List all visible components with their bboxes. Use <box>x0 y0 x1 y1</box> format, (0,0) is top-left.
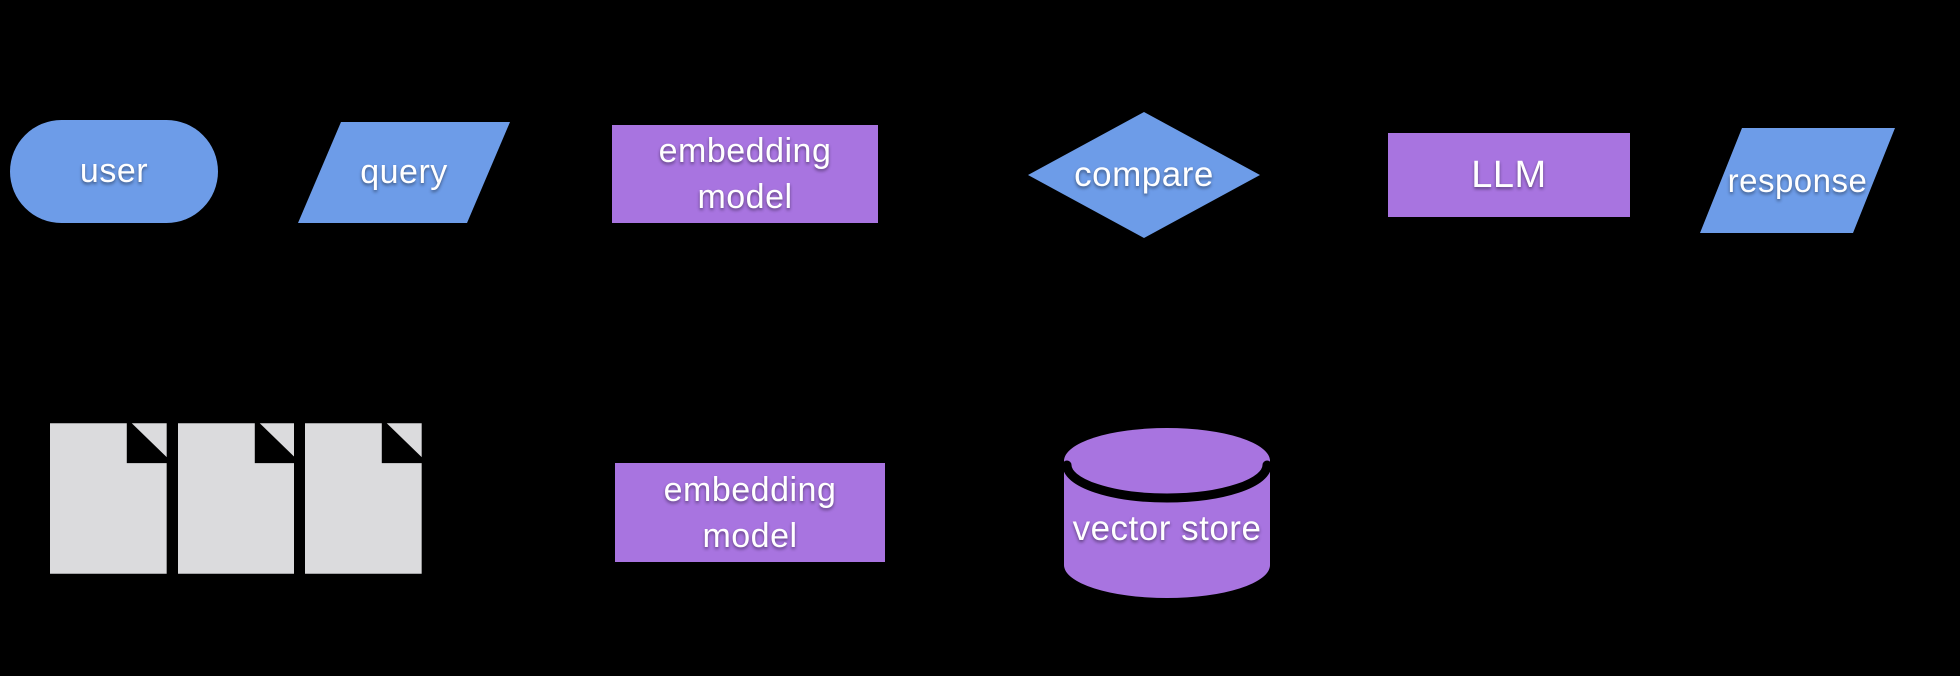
node-response: response <box>1700 128 1895 233</box>
cylinder-lid-band <box>1064 460 1270 503</box>
node-vector-store-label: vector store <box>1072 509 1262 548</box>
node-llm-label: LLM <box>1471 153 1547 196</box>
node-embedding-model-query-label-line1: embedding <box>658 132 832 170</box>
document-fold <box>387 423 423 458</box>
document-body <box>50 423 167 574</box>
node-query: query <box>298 122 510 223</box>
node-compare-label: compare <box>1074 155 1214 194</box>
node-embedding-model-docs-label-line1: embedding <box>663 470 837 509</box>
node-vector-store: vector store <box>1064 428 1270 598</box>
document-body <box>305 423 423 574</box>
document-icon <box>50 423 167 574</box>
node-user: user <box>10 120 218 223</box>
node-response-label: response <box>1727 161 1868 199</box>
cylinder-shape <box>1064 428 1270 598</box>
node-query-label: query <box>360 153 448 191</box>
node-documents <box>50 423 423 574</box>
document-fold <box>131 423 167 458</box>
document-icon <box>305 423 423 574</box>
document-body <box>177 423 295 574</box>
node-embedding-model-query: embedding model <box>612 125 878 223</box>
document-icon <box>177 423 295 574</box>
document-fold <box>259 423 295 458</box>
node-embedding-model-query-label-line2: model <box>697 178 793 216</box>
cylinder-body <box>1064 428 1270 598</box>
node-embedding-model-docs: embedding model <box>615 463 885 562</box>
node-user-label: user <box>79 152 149 190</box>
node-embedding-model-docs-label-line2: model <box>702 516 798 555</box>
node-llm: LLM <box>1388 133 1630 217</box>
node-compare: compare <box>1028 112 1260 238</box>
